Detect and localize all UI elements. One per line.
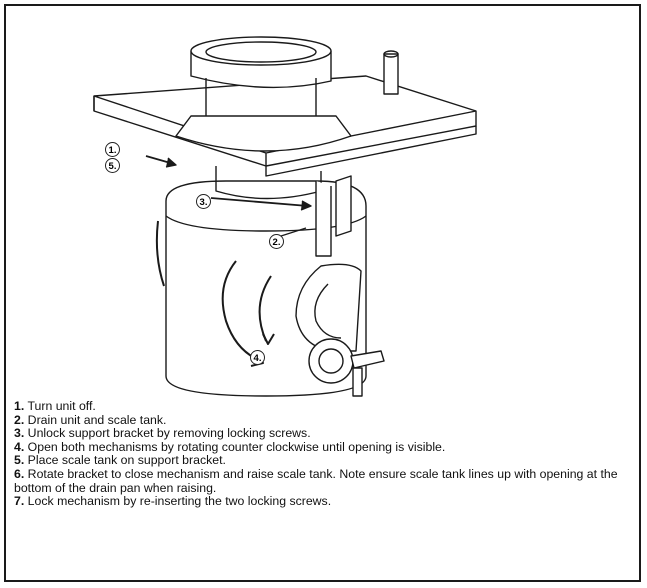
rotate-arrow [221, 260, 262, 362]
step-5: 5. Place scale tank on support bracket. [14, 453, 226, 468]
scale-tank-illustration [93, 36, 477, 397]
step-1: 1. Turn unit off. [14, 399, 96, 413]
callout-5: 5. [105, 158, 120, 173]
step-7: 7. Lock mechanism by re-inserting the tw… [14, 494, 332, 509]
drain-valve [308, 338, 354, 384]
callout-3: 3. [196, 194, 211, 209]
callout-2: 2. [269, 234, 284, 249]
step-3: 3. Unlock support bracket by removing lo… [14, 426, 311, 441]
instruction-panel: 1. 5. 3. 2. 4. 1. Turn unit off. 2. Drai… [4, 4, 641, 582]
callout-4: 4. [250, 350, 265, 365]
support-bracket [315, 181, 332, 257]
callout-1: 1. [105, 142, 120, 157]
step-4: 4. Open both mechanisms by rotating coun… [14, 439, 446, 454]
step-6: 6. Rotate bracket to close mechanism and… [14, 466, 618, 495]
lock-mechanism [295, 263, 362, 352]
instruction-steps: 1. Turn unit off. 2. Drain unit and scal… [14, 399, 634, 509]
step-2: 2. Drain unit and scale tank. [14, 412, 167, 427]
